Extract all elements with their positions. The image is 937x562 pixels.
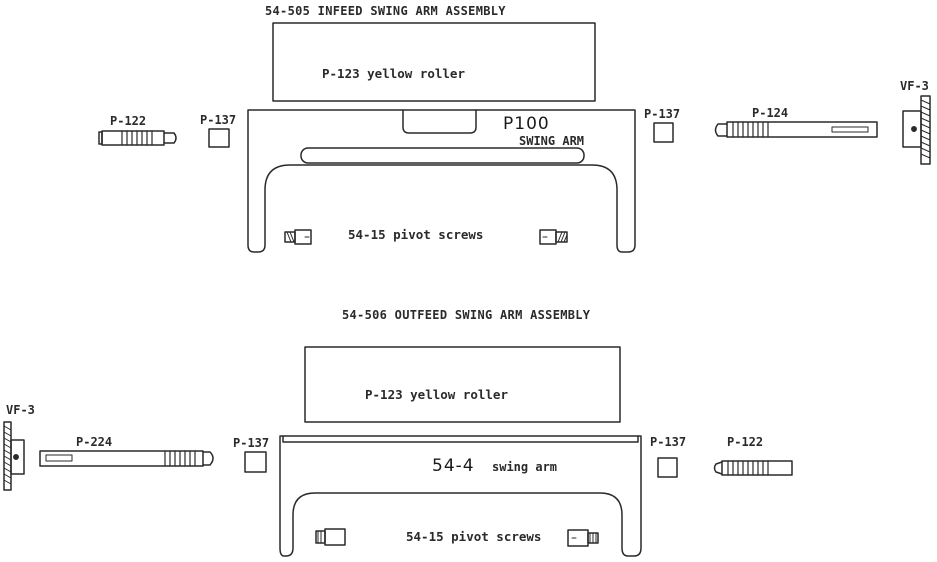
outfeed-swing-arm [279, 435, 642, 557]
infeed-pivot-screw-right [539, 229, 568, 245]
infeed-title: 54-505 INFEED SWING ARM ASSEMBLY [265, 4, 506, 18]
infeed-left-spacer-label: P-137 [200, 113, 237, 127]
infeed-right-spacer [653, 122, 674, 143]
infeed-roller [272, 22, 596, 102]
outfeed-pivot-label: 54-15 pivot screws [406, 529, 542, 544]
outfeed-roller [304, 346, 621, 423]
infeed-arm-bar [300, 147, 585, 164]
infeed-arm-part-number: P100 [503, 114, 550, 134]
outfeed-arm-label: swing arm [492, 460, 558, 474]
outfeed-pivot-screw-right [567, 529, 599, 547]
outfeed-left-shaft [39, 450, 214, 467]
infeed-swing-arm [247, 109, 636, 253]
outfeed-roller-label: P-123 yellow roller [365, 387, 508, 402]
infeed-right-shaft-label: P-124 [752, 106, 789, 120]
outfeed-right-spacer [657, 457, 678, 478]
outfeed-bracket [3, 421, 25, 491]
outfeed-left-shaft-label: P-224 [76, 435, 113, 449]
outfeed-bracket-label: VF-3 [6, 403, 35, 417]
outfeed-pivot-screw-left [315, 528, 346, 546]
outfeed-right-spacer-label: P-137 [650, 435, 687, 449]
outfeed-right-shaft [713, 460, 793, 476]
infeed-roller-label: P-123 yellow roller [322, 66, 465, 81]
outfeed-assembly [3, 346, 793, 557]
outfeed-left-spacer [244, 451, 267, 473]
infeed-bracket [902, 95, 931, 165]
outfeed-left-spacer-label: P-137 [233, 436, 270, 450]
outfeed-arm-top-rail [282, 435, 639, 443]
infeed-right-shaft [714, 121, 878, 138]
infeed-left-shaft-label: P-122 [110, 114, 147, 128]
infeed-arm-notch [402, 109, 477, 134]
infeed-assembly [98, 22, 931, 253]
infeed-arm-label: SWING ARM [519, 134, 585, 148]
infeed-left-shaft [98, 130, 177, 146]
outfeed-arm-part-number: 54-4 [432, 456, 475, 476]
infeed-left-spacer [208, 128, 230, 148]
infeed-bracket-label: VF-3 [900, 79, 929, 93]
outfeed-title: 54-506 OUTFEED SWING ARM ASSEMBLY [342, 308, 591, 322]
infeed-pivot-screw-left [284, 229, 312, 245]
infeed-right-spacer-label: P-137 [644, 107, 681, 121]
infeed-pivot-label: 54-15 pivot screws [348, 227, 484, 242]
outfeed-right-shaft-label: P-122 [727, 435, 764, 449]
